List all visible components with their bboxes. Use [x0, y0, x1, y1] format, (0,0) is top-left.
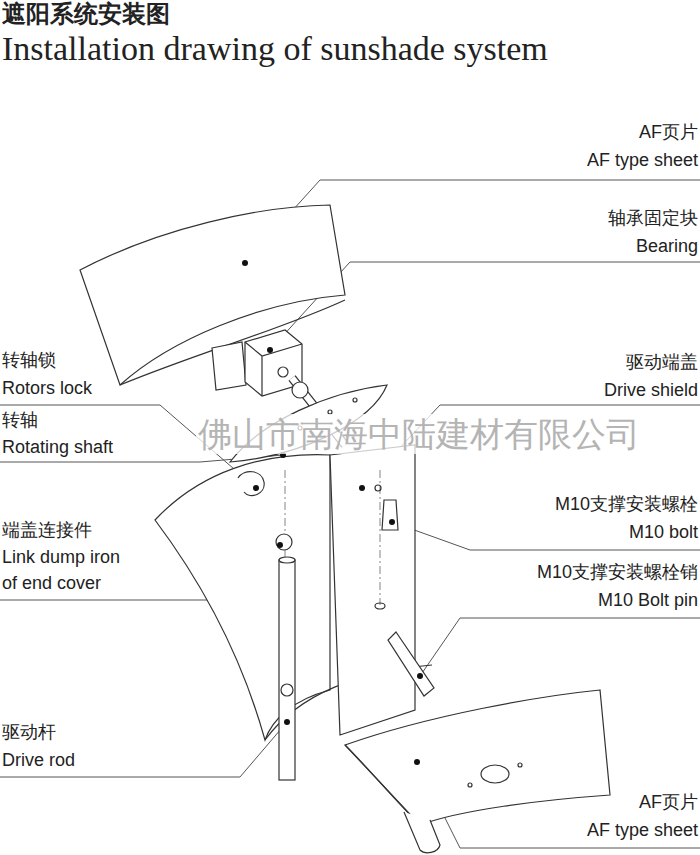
part-label: AF type sheet [587, 820, 698, 841]
part-label: M10 bolt [629, 522, 698, 543]
part-label: Link dump iron [2, 547, 120, 568]
part-label: 驱动端盖 [626, 352, 698, 373]
leader-dots [242, 260, 423, 765]
part-label: M10支撑安装螺栓销 [537, 562, 698, 583]
part-label: 端盖连接件 [2, 520, 92, 541]
part-label: M10 Bolt pin [598, 590, 698, 611]
part-label: 轴承固定块 [608, 208, 698, 229]
part-label: Rotors lock [2, 378, 92, 399]
part-label: M10支撑安装螺栓 [555, 494, 698, 515]
part-label: AF页片 [639, 792, 698, 813]
part-label: AF页片 [639, 122, 698, 143]
watermark: 佛山市南海中陆建材有限公司 [196, 414, 642, 454]
part-label: 驱动杆 [2, 722, 56, 743]
part-label: Bearing [636, 236, 698, 257]
subtitle: Installation drawing of sunshade system [2, 30, 548, 68]
title: 遮阳系统安装图 [2, 0, 170, 28]
part-label: Drive shield [604, 380, 698, 401]
part-label: Rotating shaft [2, 437, 113, 458]
part-label: 转轴锁 [2, 350, 56, 371]
part-label: 转轴 [2, 410, 38, 431]
leader-lines [0, 180, 700, 848]
part-label: AF type sheet [587, 150, 698, 171]
part-label: Drive rod [2, 750, 75, 771]
part-label: of end cover [2, 573, 101, 594]
